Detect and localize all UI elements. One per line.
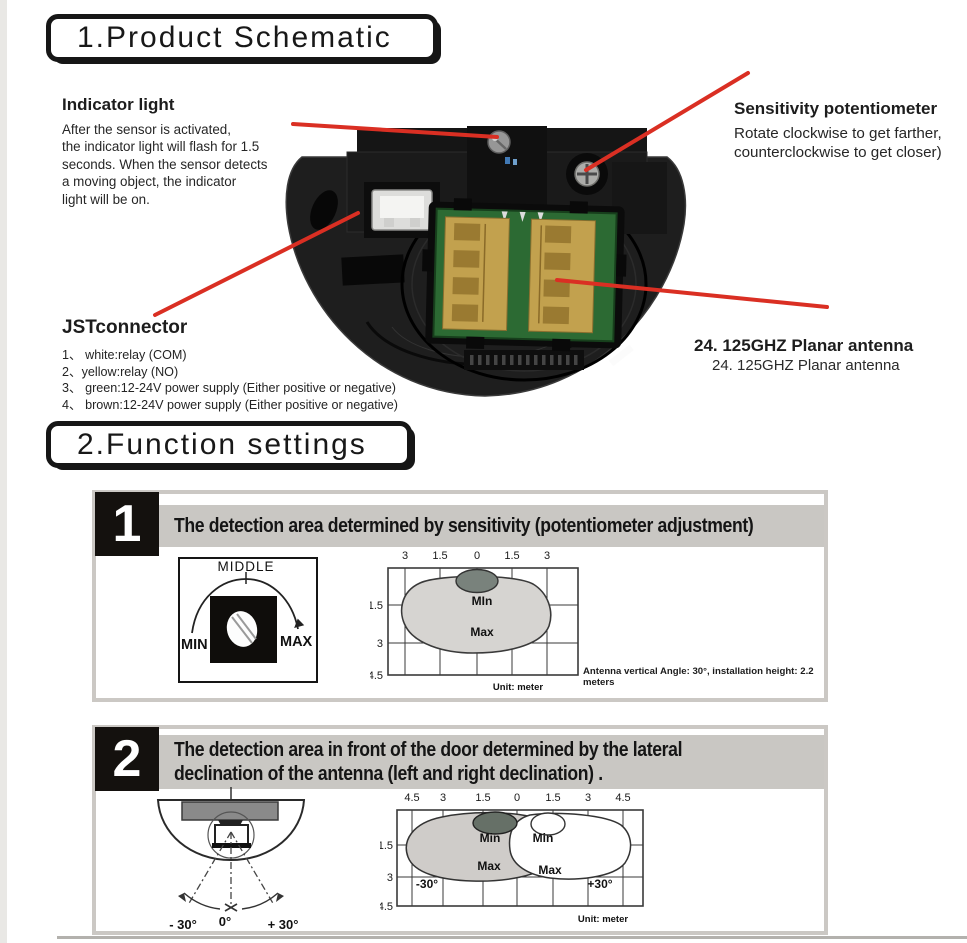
sensitivity-potentiometer-label: Sensitivity potentiometer bbox=[734, 99, 938, 118]
chart2-unit-label: Unit: meter bbox=[578, 914, 628, 925]
panel-2-title: The detection area in front of the door … bbox=[174, 739, 683, 785]
door-angle-zero-label: 0° bbox=[219, 914, 231, 929]
right-beam-region bbox=[508, 812, 632, 880]
detection-chart-1: 3 1.5 0 1.5 3 1.5 3 4.5 MIn Max Unit: me… bbox=[370, 550, 579, 693]
antenna-bar bbox=[181, 801, 279, 821]
detection-max-zone bbox=[400, 575, 552, 654]
chart1-x-tick-5: 3 bbox=[544, 550, 550, 562]
chart1-x-tick-4: 1.5 bbox=[504, 550, 519, 562]
neg-30-label: -30° bbox=[416, 877, 438, 891]
indicator-light-label: Indicator light bbox=[62, 95, 175, 114]
chart1-x-tick-3: 0 bbox=[474, 550, 480, 562]
dial-middle-label: MIDDLE bbox=[217, 559, 274, 574]
left-page-edge bbox=[0, 0, 7, 943]
section-2-heading-text: 2.Function settings bbox=[77, 427, 367, 461]
chart1-y-tick-1: 1.5 bbox=[370, 600, 383, 612]
potentiometer-dial-diagram: MIDDLE MIN MAX bbox=[178, 557, 318, 683]
right-min-label: Min bbox=[533, 831, 554, 845]
chart2-x-tick-5: 1.5 bbox=[545, 792, 560, 804]
left-beam-min-zone bbox=[472, 811, 518, 835]
chart2-x-tick-1: 4.5 bbox=[404, 792, 419, 804]
chart2-x-tick-3: 1.5 bbox=[475, 792, 490, 804]
sensor-photo bbox=[285, 126, 687, 397]
bottom-page-divider bbox=[57, 936, 967, 939]
chart1-y-tick-3: 4.5 bbox=[370, 670, 383, 682]
pinout-item-1: 1、 white:relay (COM) bbox=[62, 348, 187, 362]
section-1-heading: 1.Product Schematic bbox=[46, 14, 438, 62]
panel-1-title-bar bbox=[96, 505, 824, 547]
planar-antenna-sublabel: 24. 125GHZ Planar antenna bbox=[712, 357, 900, 374]
pinout-item-4: 4、 brown:12-24V power supply (Either pos… bbox=[62, 397, 399, 412]
panel-2-title-bar bbox=[96, 735, 824, 789]
chart2-x-tick-2: 3 bbox=[440, 792, 446, 804]
door-angle-neg-label: - 30° bbox=[169, 917, 197, 932]
panel-1-number-badge: 1 bbox=[95, 492, 159, 556]
chart2-x-tick-7: 4.5 bbox=[615, 792, 630, 804]
section-2-heading: 2.Function settings bbox=[46, 421, 412, 468]
panel-1-title: The detection area determined by sensiti… bbox=[174, 515, 754, 537]
section-1-heading-text: 1.Product Schematic bbox=[77, 21, 392, 54]
detection-min-zone bbox=[455, 568, 499, 594]
indicator-light-description: After the sensor is activated, the indic… bbox=[62, 122, 268, 207]
pos-30-label: +30° bbox=[587, 877, 612, 891]
door-diagram: - 30° 0° + 30° bbox=[156, 787, 306, 932]
sensitivity-potentiometer-description: Rotate clockwise to get farther, counter… bbox=[734, 125, 942, 161]
jst-connector-label: JSTconnector bbox=[62, 317, 188, 338]
min-zone-label: MIn bbox=[472, 594, 493, 608]
dial-min-label: MIN bbox=[181, 637, 208, 653]
function-panel-1: 1 The detection area determined by sensi… bbox=[92, 490, 828, 702]
dial-max-label: MAX bbox=[280, 634, 313, 650]
chart2-x-tick-6: 3 bbox=[585, 792, 591, 804]
chart1-unit-label: Unit: meter bbox=[493, 682, 543, 693]
pinout-item-2: 2、yellow:relay (NO) bbox=[62, 364, 179, 379]
chart2-y-tick-1: 1.5 bbox=[380, 840, 393, 852]
installation-note: Antenna vertical Angle: 30°, installatio… bbox=[583, 666, 814, 688]
detection-chart-2: 4.5 3 1.5 0 1.5 3 4.5 1.5 3 4.5 Min Min … bbox=[380, 792, 644, 925]
planar-antenna-pcb bbox=[422, 198, 627, 352]
function-panel-2: 2 The detection area in front of the doo… bbox=[92, 725, 828, 935]
right-beam-min-zone bbox=[530, 812, 566, 836]
chart2-x-tick-4: 0 bbox=[514, 792, 520, 804]
max-zone-label: Max bbox=[470, 625, 494, 639]
chart1-x-tick-1: 3 bbox=[402, 550, 408, 562]
chart1-y-tick-2: 3 bbox=[377, 638, 383, 650]
planar-antenna-label: 24. 125GHZ Planar antenna bbox=[694, 336, 914, 355]
chart2-y-tick-2: 3 bbox=[387, 872, 393, 884]
door-angle-pos-label: + 30° bbox=[268, 917, 299, 932]
pinout-item-3: 3、 green:12-24V power supply (Either pos… bbox=[62, 381, 396, 396]
right-max-label: Max bbox=[538, 863, 562, 877]
chart1-x-tick-2: 1.5 bbox=[432, 550, 447, 562]
base-slot bbox=[341, 254, 405, 286]
left-min-label: Min bbox=[480, 831, 501, 845]
chart2-y-tick-3: 4.5 bbox=[380, 901, 393, 913]
left-max-label: Max bbox=[477, 859, 501, 873]
panel-2-number-badge: 2 bbox=[95, 727, 159, 791]
jst-connector-pinout: 1、 white:relay (COM) 2、yellow:relay (NO)… bbox=[62, 347, 398, 413]
